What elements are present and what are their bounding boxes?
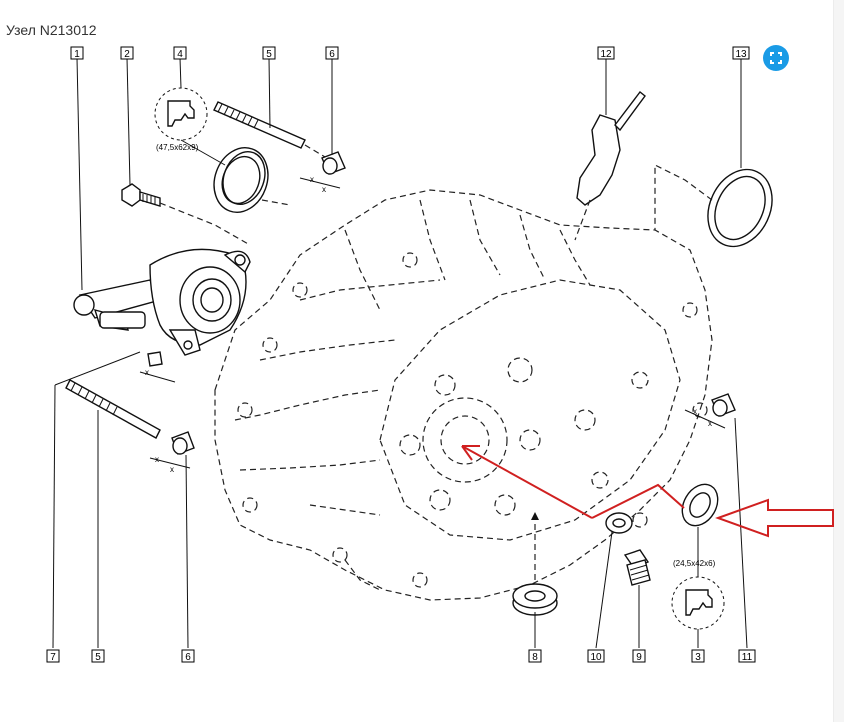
svg-text:4: 4	[177, 49, 183, 60]
part-6-dowel-top: x x	[299, 151, 346, 194]
callout-4: 4	[173, 46, 187, 60]
page-title: Узел N213012	[6, 22, 97, 38]
svg-text:10: 10	[590, 652, 602, 663]
red-annotation-block-arrow	[715, 498, 834, 538]
part-9-plug	[623, 549, 651, 586]
svg-text:6: 6	[185, 652, 191, 663]
part-12-bracket	[574, 91, 646, 241]
callout-1: 1	[70, 46, 84, 60]
part-3-seal-small	[671, 483, 725, 630]
gearbox-housing	[214, 189, 713, 601]
callout-13: 13	[732, 46, 750, 60]
svg-text:12: 12	[600, 49, 612, 60]
part-10-washer	[605, 512, 633, 534]
callout-3: 3	[691, 649, 705, 663]
callout-7: 7	[46, 649, 60, 663]
expand-icon	[770, 52, 782, 64]
svg-text:x: x	[322, 185, 326, 194]
svg-text:13: 13	[735, 49, 747, 60]
callout-12: 12	[597, 46, 615, 60]
svg-text:11: 11	[742, 652, 753, 663]
red-annotation-line-arrow	[461, 445, 685, 519]
seal-small-dimension: (24,5x42x6)	[673, 559, 716, 568]
callout-6-top: 6	[325, 46, 339, 60]
svg-text:x: x	[170, 465, 174, 474]
svg-text:8: 8	[532, 652, 538, 663]
leader-lines	[52, 57, 748, 649]
part-4-seal-large	[154, 87, 291, 213]
part-7-stud-bottom	[65, 379, 161, 439]
seal-large-dimension: (47,5x62x9)	[156, 143, 199, 152]
part-11-dowel: x x	[684, 393, 736, 429]
svg-text:x: x	[708, 419, 712, 428]
part-6-dowel-bottom: x x	[149, 431, 195, 474]
callout-8: 8	[528, 649, 542, 663]
part-1-release-bearing	[73, 248, 251, 356]
svg-text:x: x	[693, 407, 697, 416]
svg-text:1: 1	[74, 49, 80, 60]
small-pin: x	[139, 351, 176, 383]
svg-text:x: x	[145, 368, 149, 377]
svg-text:5: 5	[95, 652, 101, 663]
callout-10: 10	[587, 649, 605, 663]
part-8-ring	[512, 512, 558, 616]
svg-text:x: x	[155, 455, 159, 464]
svg-text:2: 2	[124, 49, 130, 60]
svg-text:6: 6	[329, 49, 335, 60]
svg-text:x: x	[310, 175, 314, 184]
part-2-bolt	[121, 183, 251, 246]
svg-text:9: 9	[636, 652, 642, 663]
svg-text:3: 3	[695, 652, 701, 663]
callout-11: 11	[738, 649, 756, 663]
callout-5-bottom: 5	[91, 649, 105, 663]
callout-9: 9	[632, 649, 646, 663]
expand-button[interactable]	[763, 45, 789, 71]
callout-2: 2	[120, 46, 134, 60]
callout-6-bottom: 6	[181, 649, 195, 663]
callout-5-top: 5	[262, 46, 276, 60]
part-13-ring	[654, 164, 773, 248]
svg-text:5: 5	[266, 49, 272, 60]
scrollbar[interactable]	[833, 0, 844, 722]
svg-text:7: 7	[50, 652, 56, 663]
